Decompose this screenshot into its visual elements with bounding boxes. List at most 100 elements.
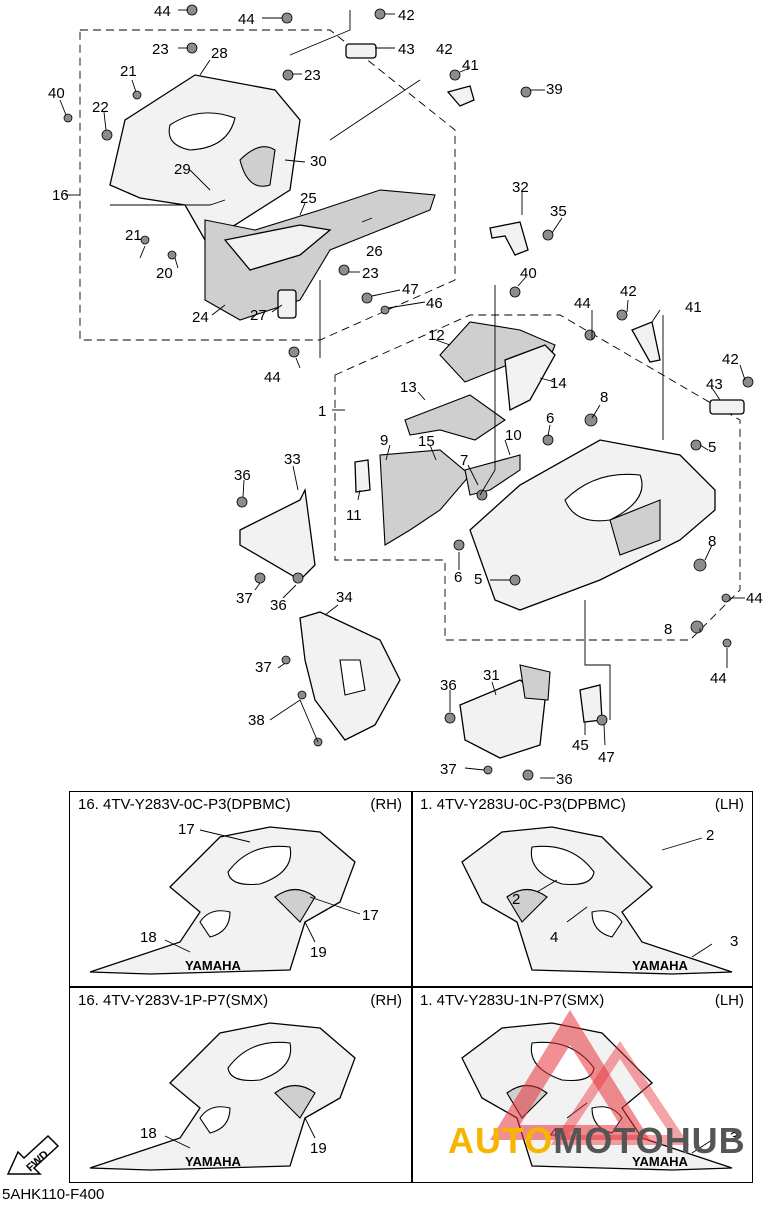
callout-37: 37 bbox=[236, 590, 253, 607]
callout-36: 36 bbox=[234, 467, 251, 484]
variant-part-number: 1. 4TV-Y283U-1N-P7(SMX) bbox=[420, 992, 605, 1009]
callout-27: 27 bbox=[250, 307, 267, 324]
rh-assembly-frame bbox=[79, 29, 456, 341]
callout-3: 3 bbox=[730, 1129, 738, 1146]
callout-9: 9 bbox=[380, 432, 388, 449]
callout-11: 11 bbox=[346, 507, 362, 524]
callout-37: 37 bbox=[440, 761, 457, 778]
callout-31: 31 bbox=[483, 667, 500, 684]
watermark-text: AUTOMOTOHUB bbox=[448, 1120, 746, 1161]
callout-39: 39 bbox=[546, 81, 563, 98]
callout-15: 15 bbox=[418, 433, 435, 450]
callout-29: 29 bbox=[174, 161, 191, 178]
diagram-reference-code: 5AHK110-F400 bbox=[2, 1186, 105, 1203]
yamaha-logo: YAMAHA bbox=[185, 958, 241, 973]
yamaha-logo: YAMAHA bbox=[632, 958, 688, 973]
callout-37: 37 bbox=[255, 659, 272, 676]
lh-main-cowl bbox=[469, 321, 745, 611]
callout-40: 40 bbox=[48, 85, 65, 102]
callout-19: 19 bbox=[310, 944, 327, 961]
callout-23: 23 bbox=[362, 265, 379, 282]
callout-20: 20 bbox=[156, 265, 173, 282]
callout-8: 8 bbox=[600, 389, 608, 406]
variant-cell-rh-smx: 16. 4TV-Y283V-1P-P7(SMX) (RH) YAMAHA 18 … bbox=[70, 988, 412, 1184]
lower-brackets bbox=[239, 487, 603, 759]
variant-part-number: 1. 4TV-Y283U-0C-P3(DPBMC) bbox=[420, 796, 626, 813]
lh-assembly-frame bbox=[334, 314, 741, 641]
callout-10: 10 bbox=[505, 427, 522, 444]
callout-24: 24 bbox=[192, 309, 209, 326]
callout-19: 19 bbox=[310, 1140, 327, 1157]
callout-45: 45 bbox=[572, 737, 589, 754]
callout-47: 47 bbox=[402, 281, 419, 298]
callout-26: 26 bbox=[366, 243, 383, 260]
callout-6: 6 bbox=[546, 410, 554, 427]
callout-23: 23 bbox=[152, 41, 169, 58]
callout-44: 44 bbox=[574, 295, 591, 312]
callout-33: 33 bbox=[284, 451, 301, 468]
yamaha-logo: YAMAHA bbox=[185, 1154, 241, 1169]
callout-36: 36 bbox=[270, 597, 287, 614]
callout-21: 21 bbox=[120, 63, 137, 80]
callout-44: 44 bbox=[238, 11, 255, 28]
variant-cell-lh-dpbmc: 1. 4TV-Y283U-0C-P3(DPBMC) (LH) YAMAHA 2 … bbox=[412, 792, 754, 988]
callout-labels: 44 44 42 23 28 43 42 21 23 41 39 40 22 2… bbox=[48, 3, 763, 788]
callout-42: 42 bbox=[620, 283, 637, 300]
callout-40: 40 bbox=[520, 265, 537, 282]
yamaha-logo: YAMAHA bbox=[632, 1154, 688, 1169]
callout-23: 23 bbox=[304, 67, 321, 84]
callout-34: 34 bbox=[336, 589, 353, 606]
callout-6: 6 bbox=[454, 569, 462, 586]
callout-13: 13 bbox=[400, 379, 417, 396]
rh-cowl-illustration: YAMAHA 17 17 18 19 bbox=[89, 821, 379, 975]
callout-18: 18 bbox=[140, 1125, 157, 1142]
exploded-parts-diagram: 44 44 42 23 28 43 42 21 23 41 39 40 22 2… bbox=[48, 3, 763, 788]
callout-2: 2 bbox=[706, 827, 714, 844]
table-divider-horizontal bbox=[70, 986, 752, 988]
callout-22: 22 bbox=[92, 99, 109, 116]
callout-41: 41 bbox=[462, 57, 479, 74]
callout-44: 44 bbox=[710, 670, 727, 687]
callout-32: 32 bbox=[512, 179, 529, 196]
callout-14: 14 bbox=[550, 375, 567, 392]
variant-side: (LH) bbox=[714, 992, 744, 1009]
callout-17: 17 bbox=[362, 907, 379, 924]
callout-16: 16 bbox=[52, 187, 69, 204]
callout-44: 44 bbox=[264, 369, 281, 386]
callout-3: 3 bbox=[730, 933, 738, 950]
callout-5: 5 bbox=[708, 439, 716, 456]
callout-46: 46 bbox=[426, 295, 443, 312]
callout-7: 7 bbox=[460, 452, 468, 469]
callout-38: 38 bbox=[248, 712, 265, 729]
callout-5: 5 bbox=[474, 571, 482, 588]
callout-8: 8 bbox=[708, 533, 716, 550]
variant-cell-rh-dpbmc: 16. 4TV-Y283V-0C-P3(DPBMC) (RH) YAMAHA 1… bbox=[70, 792, 412, 988]
callout-42: 42 bbox=[722, 351, 739, 368]
callout-2: 2 bbox=[512, 891, 520, 908]
callout-21: 21 bbox=[125, 227, 142, 244]
callout-44: 44 bbox=[154, 3, 171, 20]
callout-28: 28 bbox=[211, 45, 228, 62]
variant-side: (LH) bbox=[714, 796, 744, 813]
variant-side: (RH) bbox=[370, 992, 402, 1009]
callout-18: 18 bbox=[140, 929, 157, 946]
callout-4: 4 bbox=[550, 929, 558, 946]
callout-47: 47 bbox=[598, 749, 615, 766]
callout-36: 36 bbox=[440, 677, 457, 694]
variant-part-number: 16. 4TV-Y283V-0C-P3(DPBMC) bbox=[78, 796, 291, 813]
callout-44: 44 bbox=[746, 590, 763, 607]
variant-side: (RH) bbox=[370, 796, 402, 813]
callout-42: 42 bbox=[398, 7, 415, 24]
callout-43: 43 bbox=[706, 376, 723, 393]
callout-42: 42 bbox=[436, 41, 453, 58]
forward-arrow-icon: FWD bbox=[6, 1134, 60, 1175]
variant-part-number: 16. 4TV-Y283V-1P-P7(SMX) bbox=[78, 992, 269, 1009]
callout-8: 8 bbox=[664, 621, 672, 638]
rh-side-cowl bbox=[109, 43, 529, 321]
lh-inner-panels bbox=[354, 321, 556, 546]
callout-1: 1 bbox=[318, 403, 326, 420]
leader-lines bbox=[59, 9, 746, 779]
callout-41: 41 bbox=[685, 299, 702, 316]
callout-43: 43 bbox=[398, 41, 415, 58]
callout-36: 36 bbox=[556, 771, 573, 788]
